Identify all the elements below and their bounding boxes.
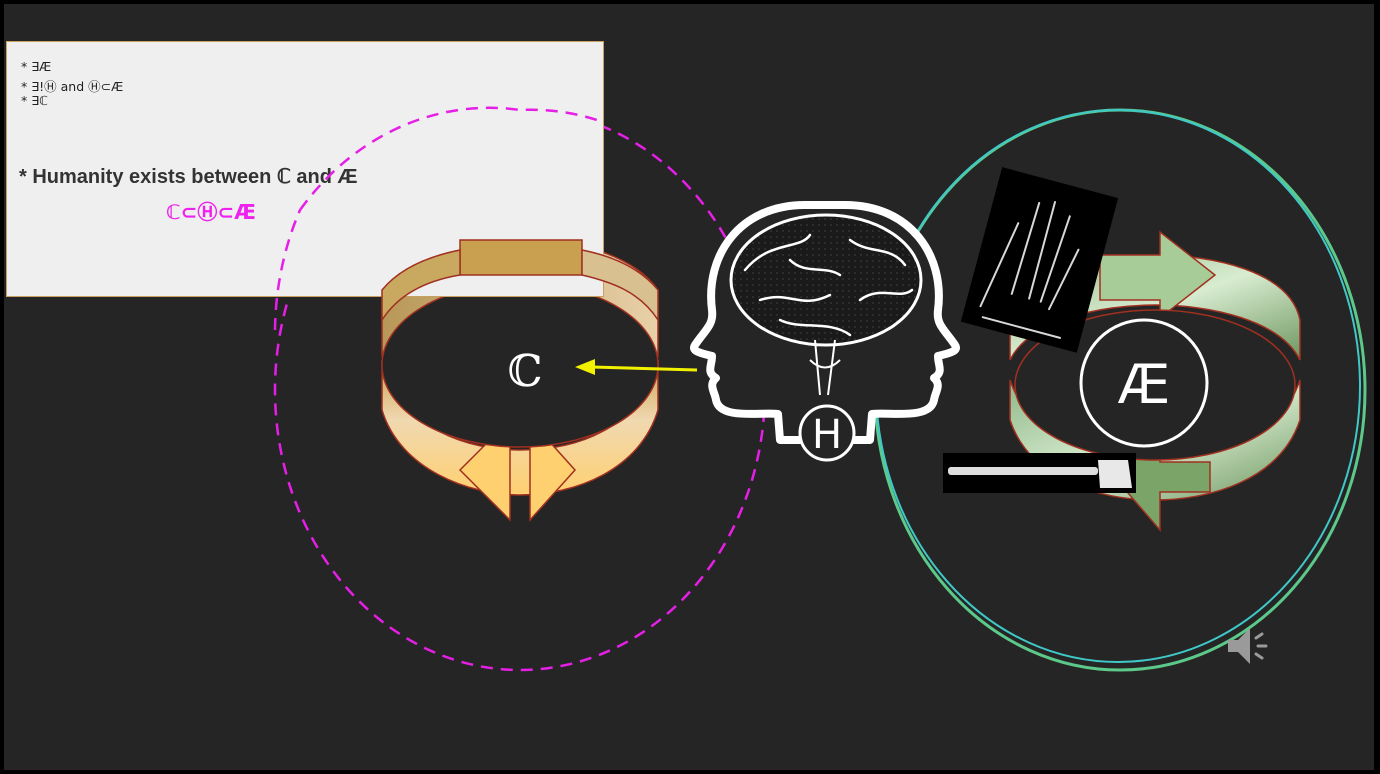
left-symbol: ℂ <box>507 346 542 397</box>
pointer-arrow-icon <box>575 359 698 375</box>
h-circle <box>798 404 856 462</box>
hand-icon <box>960 167 1119 353</box>
axe-icon <box>943 453 1136 493</box>
formula: ℂ⊂Ⓗ⊂Æ <box>166 200 256 224</box>
brain-heads-icon <box>690 201 960 444</box>
ae-circle <box>1079 318 1209 448</box>
center-symbol-letter: H <box>812 412 842 458</box>
info-text-box: * ∃Æ * ∃!Ⓗ and Ⓗ⊂Æ * ∃ℂ * Humanity exist… <box>6 41 604 297</box>
bullet-1: * ∃Æ <box>21 59 52 74</box>
speaker-icon[interactable] <box>1228 628 1268 664</box>
headline: * Humanity exists between ℂ and Æ <box>19 166 358 188</box>
bullet-3: * ∃ℂ <box>21 93 48 108</box>
bullet-2: * ∃!Ⓗ and Ⓗ⊂Æ <box>21 79 124 94</box>
right-symbol: Æ <box>1118 353 1171 416</box>
